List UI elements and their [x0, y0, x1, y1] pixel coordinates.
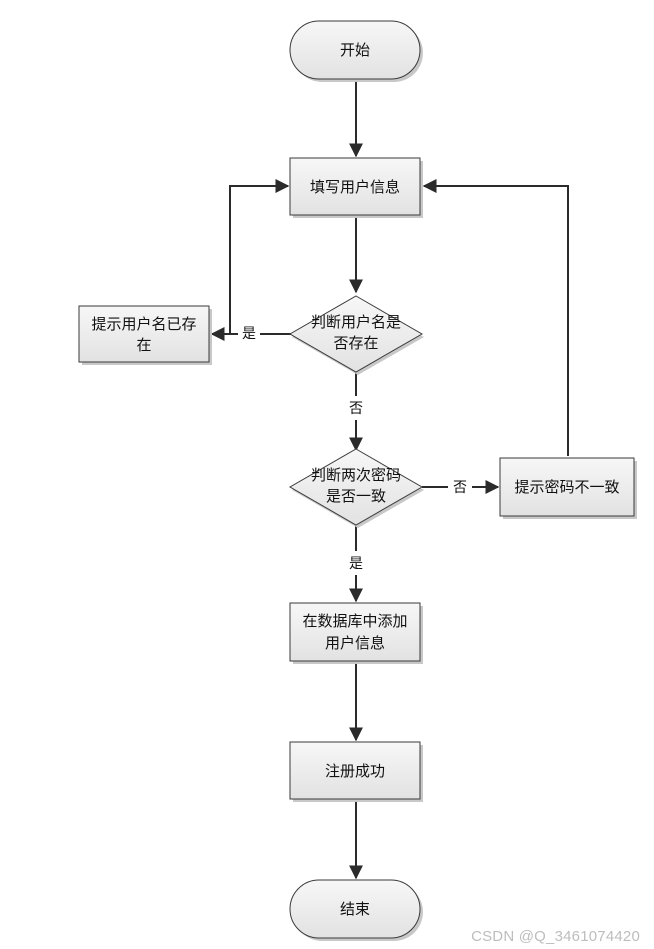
edge-label-pwd-no: 否	[453, 480, 467, 496]
add-db-line1: 在数据库中添加	[302, 612, 407, 630]
check-pwd-node: 判断两次密码 是否一致	[288, 448, 424, 528]
edge-labels: 是 否 否 是	[238, 322, 472, 575]
success-node: 注册成功	[289, 741, 423, 802]
edge-label-name-yes: 是	[242, 326, 256, 342]
end-node: 结束	[289, 879, 423, 941]
pwd-mismatch-label: 提示密码不一致	[514, 478, 619, 496]
fill-info-node: 填写用户信息	[289, 157, 423, 218]
start-label: 开始	[340, 41, 370, 59]
start-node: 开始	[289, 20, 423, 82]
edge-label-name-no: 否	[349, 401, 363, 417]
watermark: CSDN @Q_3461074420	[471, 928, 640, 945]
edge-pwd-mismatch-back	[422, 179, 569, 456]
check-name-node: 判断用户名是 否存在	[288, 295, 424, 375]
edge-label-pwd-yes: 是	[349, 556, 363, 572]
name-exists-line1: 提示用户名已存	[91, 315, 196, 333]
end-label: 结束	[340, 900, 370, 918]
check-name-line2: 否存在	[333, 334, 378, 352]
pwd-mismatch-node: 提示密码不一致	[499, 457, 637, 519]
name-exists-node: 提示用户名已存 在	[78, 305, 212, 365]
add-db-line2: 用户信息	[325, 634, 385, 652]
fill-info-label: 填写用户信息	[310, 178, 400, 196]
edge-name-exists-back	[229, 179, 290, 334]
success-label: 注册成功	[325, 762, 385, 780]
check-pwd-line1: 判断两次密码	[311, 466, 401, 484]
check-pwd-line2: 是否一致	[326, 487, 386, 505]
add-db-node: 在数据库中添加 用户信息	[289, 602, 423, 664]
name-exists-line2: 在	[136, 336, 151, 354]
check-name-line1: 判断用户名是	[311, 313, 401, 331]
